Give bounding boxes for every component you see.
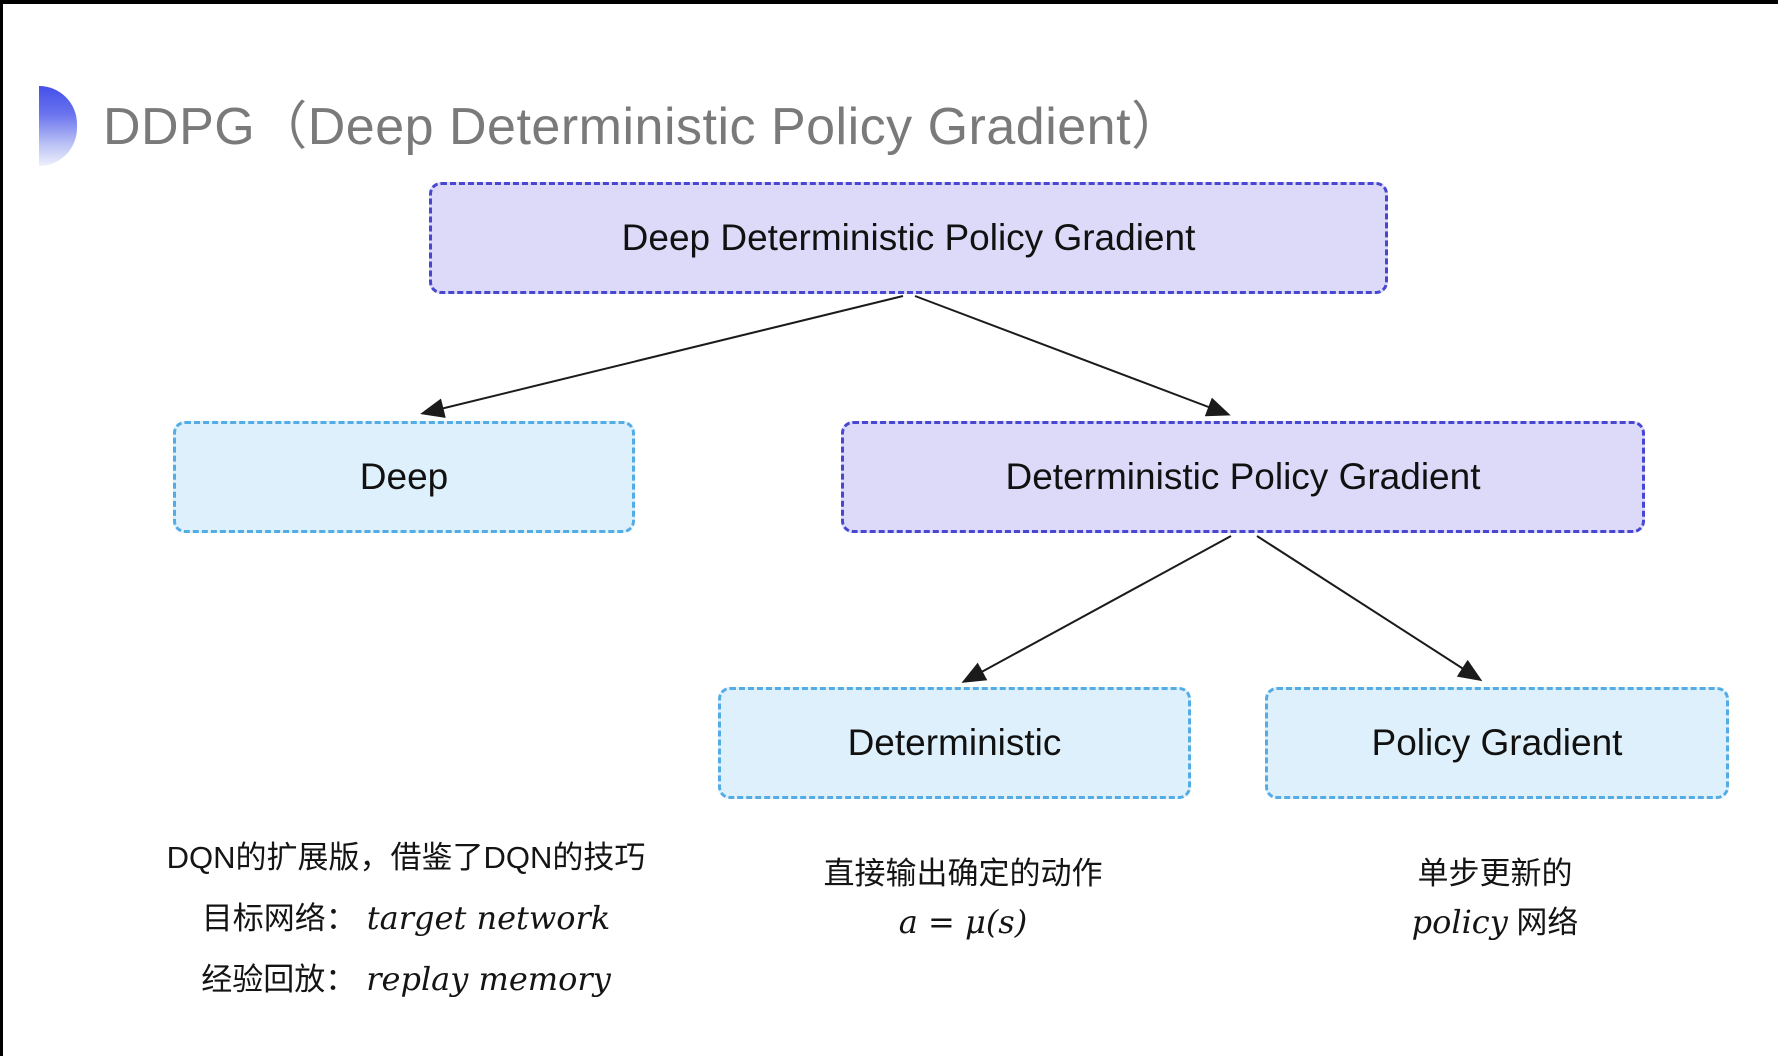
title-bullet-icon	[39, 86, 77, 166]
node-deterministic: Deterministic	[718, 687, 1191, 799]
note-deep-line2-label: 目标网络：	[201, 901, 357, 936]
note-deep: DQN的扩展版，借鉴了DQN的技巧 目标网络： target network 经验…	[121, 828, 691, 1010]
note-deep-line2: 目标网络： target network	[121, 888, 691, 949]
note-deep-line3-label: 经验回放：	[201, 962, 357, 997]
node-root: Deep Deterministic Policy Gradient	[429, 182, 1388, 294]
arrow-dpg-to-policy-gradient	[1256, 535, 1483, 682]
note-deep-line1: DQN的扩展版，借鉴了DQN的技巧	[166, 840, 646, 875]
node-policy-gradient: Policy Gradient	[1265, 687, 1729, 799]
node-deterministic-label: Deterministic	[847, 722, 1062, 763]
node-policy-gradient-label: Policy Gradient	[1371, 722, 1623, 763]
note-deep-line3-term: replay memory	[366, 960, 611, 998]
arrow-dpg-to-deterministic	[961, 535, 1232, 683]
note-policy-gradient-term: policy	[1411, 903, 1508, 941]
note-deep-line2-term: target network	[366, 899, 611, 937]
note-deterministic-line1: 直接输出确定的动作	[823, 856, 1103, 891]
note-deep-line3: 经验回放： replay memory	[121, 949, 691, 1010]
arrow-root-to-dpg	[914, 295, 1231, 417]
note-deterministic-formula: a = μ(s)	[898, 903, 1028, 941]
arrow-root-to-deep	[420, 295, 904, 418]
node-deep: Deep	[173, 421, 635, 533]
note-policy-gradient-suffix: 网络	[1507, 905, 1579, 940]
page-title: DDPG（Deep Deterministic Policy Gradient）	[103, 98, 1184, 156]
node-deep-label: Deep	[359, 456, 449, 497]
node-deterministic-policy-gradient: Deterministic Policy Gradient	[841, 421, 1645, 533]
note-policy-gradient-line2: policy 网络	[1295, 898, 1695, 947]
node-dpg-label: Deterministic Policy Gradient	[1005, 456, 1481, 497]
note-policy-gradient: 单步更新的 policy 网络	[1295, 850, 1695, 947]
node-root-label: Deep Deterministic Policy Gradient	[621, 217, 1196, 258]
note-deterministic: 直接输出确定的动作 a = μ(s)	[763, 850, 1163, 947]
note-policy-gradient-line1: 单步更新的	[1417, 856, 1573, 891]
